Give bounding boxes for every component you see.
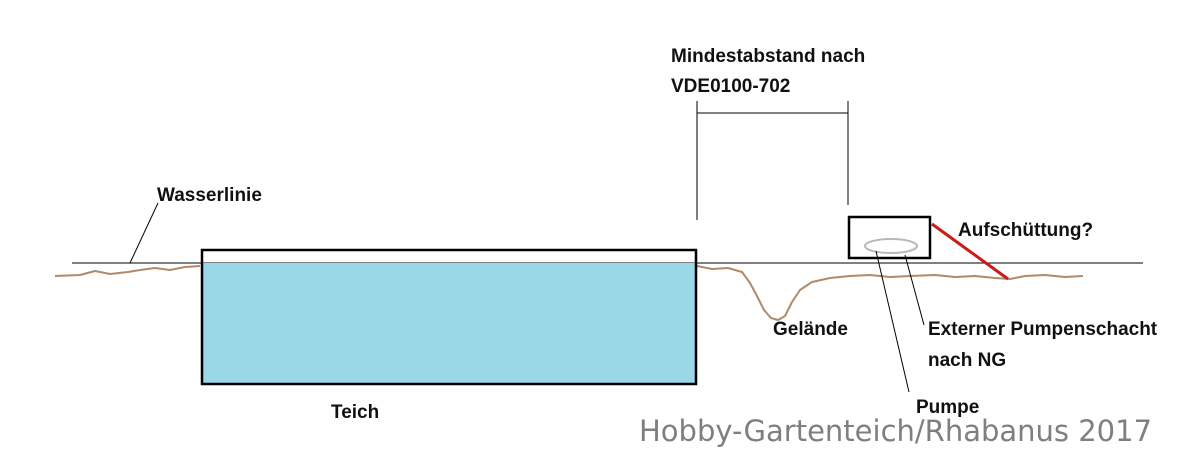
pond-label: Teich xyxy=(331,402,379,423)
pond-water xyxy=(202,263,696,384)
pump-leader xyxy=(875,250,910,393)
distance-label-line2: VDE0100-702 xyxy=(671,76,790,97)
pump-label: Pumpe xyxy=(916,397,979,418)
pump-shaft-box xyxy=(847,215,932,260)
fill-line xyxy=(931,222,1009,281)
waterline-label: Wasserlinie xyxy=(157,185,262,206)
watermark: Hobby-Gartenteich/Rhabanus 2017 xyxy=(639,414,1152,448)
shaft-label-line2: nach NG xyxy=(928,350,1006,371)
waterline-leader xyxy=(129,202,159,264)
terrain-label: Gelände xyxy=(773,319,848,340)
fill-label: Aufschüttung? xyxy=(958,220,1093,241)
shaft-leader xyxy=(904,254,925,326)
shaft-label-line1: Externer Pumpenschacht xyxy=(928,319,1158,340)
distance-bracket xyxy=(696,112,849,220)
pump-ring xyxy=(864,238,918,254)
distance-label-line1: Mindestabstand nach xyxy=(671,46,865,67)
pond-outline xyxy=(200,248,698,386)
